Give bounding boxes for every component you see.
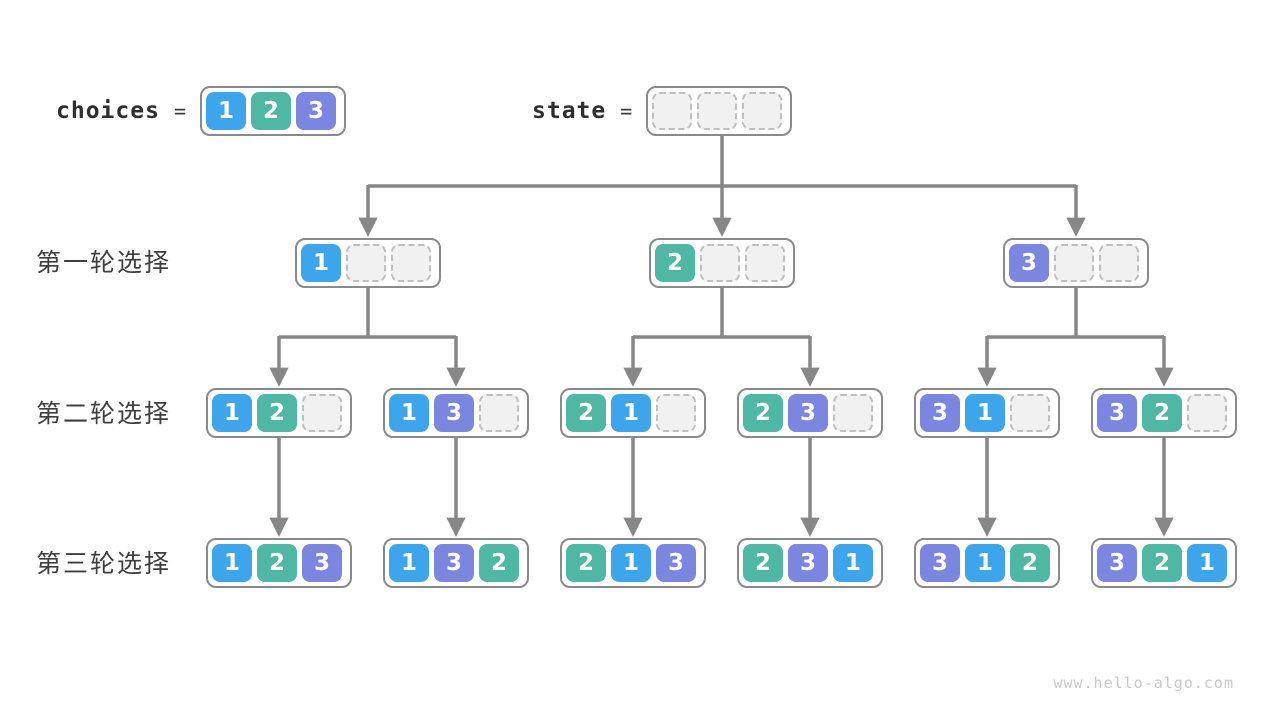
cell-value-3: 3	[434, 394, 474, 432]
cell-empty	[652, 92, 693, 130]
cell-empty	[700, 244, 740, 282]
cell-value-1: 1	[389, 394, 429, 432]
cell-value-3: 3	[788, 544, 828, 582]
state-array	[646, 86, 793, 136]
cell-value-1: 1	[1187, 544, 1227, 582]
cell-value-2: 2	[257, 544, 297, 582]
cell-value-2: 2	[1010, 544, 1050, 582]
cell-value-2: 2	[257, 394, 297, 432]
cell-value-2: 2	[743, 394, 783, 432]
cell-value-3: 3	[920, 394, 960, 432]
state-equals-sign: =	[620, 99, 633, 123]
state-group: state =	[532, 86, 793, 136]
array-node-round1-1: 1	[295, 238, 441, 288]
cell-empty	[1010, 394, 1050, 432]
choices-label: choices	[56, 98, 160, 124]
array-node-round1-2: 2	[649, 238, 795, 288]
cell-empty	[346, 244, 386, 282]
row-label-round-3: 第三轮选择	[36, 550, 172, 578]
cell-value-2: 2	[250, 92, 291, 130]
cell-value-1: 1	[205, 92, 246, 130]
cell-value-2: 2	[566, 544, 606, 582]
state-label: state	[532, 98, 607, 124]
watermark: www.hello-algo.com	[1053, 674, 1234, 692]
cell-empty	[745, 244, 785, 282]
cell-value-2: 2	[655, 244, 695, 282]
cell-value-1: 1	[212, 394, 252, 432]
cell-value-3: 3	[656, 544, 696, 582]
cell-value-1: 1	[611, 394, 651, 432]
cell-value-1: 1	[833, 544, 873, 582]
cell-value-3: 3	[920, 544, 960, 582]
cell-value-1: 1	[965, 544, 1005, 582]
cell-value-1: 1	[611, 544, 651, 582]
cell-value-2: 2	[743, 544, 783, 582]
cell-value-1: 1	[301, 244, 341, 282]
cell-value-3: 3	[434, 544, 474, 582]
row-label-round-1: 第一轮选择	[36, 249, 172, 277]
cell-value-2: 2	[566, 394, 606, 432]
cell-empty	[1187, 394, 1227, 432]
cell-value-3: 3	[788, 394, 828, 432]
cell-empty	[833, 394, 873, 432]
choices-equals-sign: =	[173, 99, 186, 123]
connector-lines	[269, 136, 1174, 537]
cell-empty	[742, 92, 783, 130]
cell-value-3: 3	[295, 92, 336, 130]
cell-value-1: 1	[965, 394, 1005, 432]
cell-empty	[697, 92, 738, 130]
cell-empty	[391, 244, 431, 282]
cell-value-3: 3	[302, 544, 342, 582]
cell-value-3: 3	[1009, 244, 1049, 282]
cell-empty	[1054, 244, 1094, 282]
cell-value-1: 1	[389, 544, 429, 582]
cell-value-1: 1	[212, 544, 252, 582]
cell-empty	[656, 394, 696, 432]
cell-empty	[302, 394, 342, 432]
row-label-round-2: 第二轮选择	[36, 400, 172, 428]
cell-value-2: 2	[1142, 394, 1182, 432]
cell-value-2: 2	[479, 544, 519, 582]
cell-value-3: 3	[1097, 544, 1137, 582]
cell-value-2: 2	[1142, 544, 1182, 582]
cell-value-3: 3	[1097, 394, 1137, 432]
array-node-round1-3: 3	[1003, 238, 1149, 288]
cell-empty	[479, 394, 519, 432]
cell-empty	[1099, 244, 1139, 282]
